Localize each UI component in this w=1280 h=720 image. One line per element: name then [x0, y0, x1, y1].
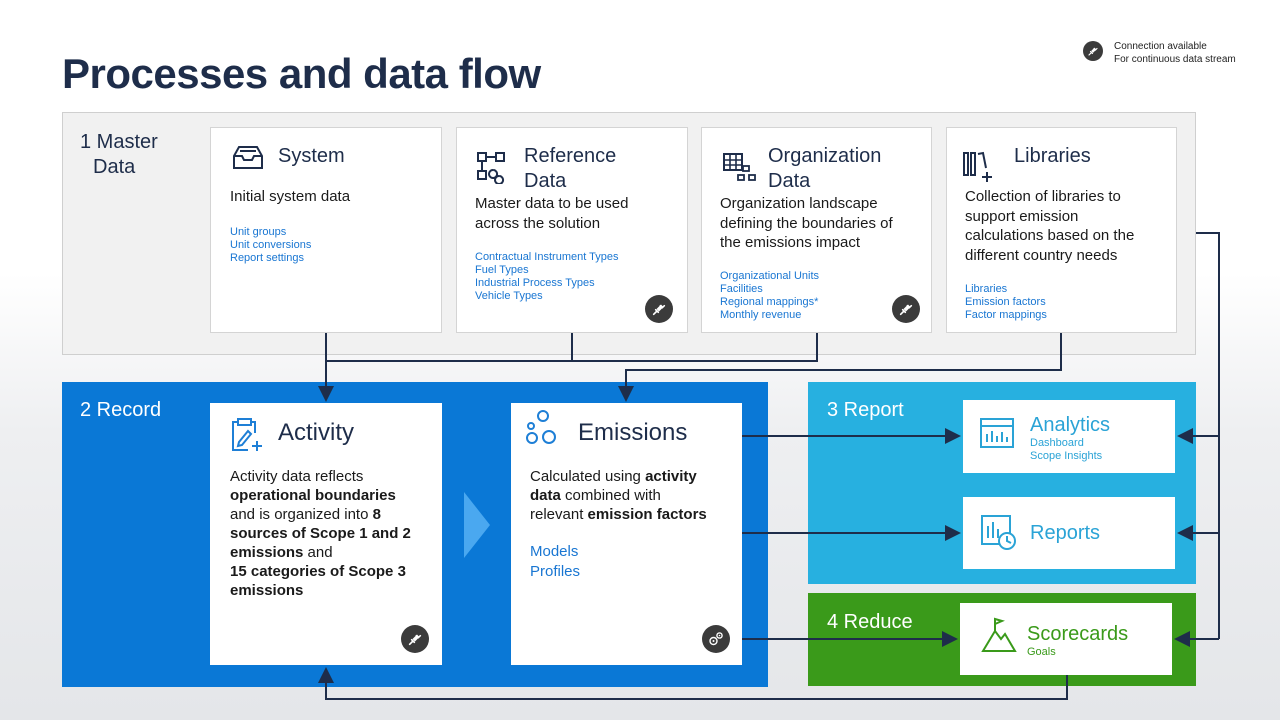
activity-text-bold: 8 [372, 506, 381, 523]
plug-connection-icon[interactable] [401, 625, 429, 653]
activity-title: Activity [278, 419, 355, 446]
connector-libraries-right [1196, 232, 1220, 639]
organization-data-card[interactable]: Organization Data Organization landscape… [701, 127, 932, 333]
organization-desc-line: Organization landscape [720, 195, 878, 212]
activity-text-line: Activity data reflects [230, 468, 364, 485]
profiles-link[interactable]: Profiles [530, 563, 581, 580]
system-title: System [278, 145, 345, 167]
inbox-tray-icon [233, 146, 263, 169]
plug-connection-icon[interactable] [892, 295, 920, 323]
system-link[interactable]: Unit conversions [230, 239, 312, 251]
libraries-desc-line: support emission [965, 207, 1079, 225]
libraries-link[interactable]: Libraries [965, 283, 1008, 295]
analytics-sub[interactable]: Scope Insights [1030, 450, 1103, 462]
activity-text-line: and is organized into [230, 506, 373, 523]
libraries-desc-line: Collection of libraries to [965, 188, 1121, 205]
system-link[interactable]: Unit groups [230, 226, 287, 238]
dashboard-chart-icon [980, 418, 1014, 448]
page-title: Processes and data flow [62, 50, 541, 97]
organization-desc-line: defining the boundaries of [720, 214, 893, 232]
reference-title: Reference Data [524, 144, 616, 194]
activity-card[interactable]: Activity Activity data reflects operatio… [210, 403, 442, 665]
libraries-title: Libraries [1014, 145, 1091, 167]
organization-desc-line: the emissions impact [720, 234, 861, 251]
analytics-card[interactable]: Analytics Dashboard Scope Insights [963, 400, 1175, 473]
reference-title-line-2: Data [524, 170, 567, 192]
hierarchy-icon [477, 152, 505, 184]
system-desc: Initial system data [230, 188, 351, 205]
activity-text-bold: emissions [230, 544, 304, 561]
emissions-text-bold: activity [645, 468, 697, 485]
system-link[interactable]: Report settings [230, 252, 304, 264]
libraries-link[interactable]: Emission factors [965, 296, 1046, 308]
reference-link[interactable]: Industrial Process Types [475, 277, 595, 289]
reference-link[interactable]: Fuel Types [475, 264, 529, 276]
organization-title-line-2: Data [768, 170, 811, 192]
emissions-card[interactable]: Emissions Calculated using activity data… [511, 403, 742, 665]
master-label-line-1: 1 Master [80, 131, 158, 153]
emissions-text-line: relevant [530, 506, 588, 523]
organization-link[interactable]: Regional mappings* [720, 296, 819, 308]
models-link[interactable]: Models [530, 543, 579, 560]
reference-desc-line: Master data to be used [475, 195, 629, 212]
record-label: 2 Record [80, 399, 162, 421]
chevron-right-icon [464, 492, 490, 558]
org-grid-icon [723, 153, 756, 181]
report-label: 3 Report [827, 399, 904, 421]
organization-title-line-1: Organization [768, 145, 882, 167]
activity-text-bold: operational boundaries [230, 487, 396, 504]
activity-text-bold: 15 categories of Scope 3 [230, 563, 406, 580]
reference-link[interactable]: Vehicle Types [475, 290, 543, 302]
organization-link[interactable]: Facilities [720, 283, 763, 295]
activity-text-bold: emissions [230, 582, 304, 599]
connector-scorecards-to-activity [318, 667, 1068, 700]
report-clock-icon [981, 515, 1016, 550]
scorecards-title: Scorecards [1027, 623, 1129, 645]
reference-desc-line: across the solution [475, 214, 601, 232]
connector-organization-to-activity [326, 333, 818, 362]
activity-text-bold: sources of Scope 1 and 2 [230, 525, 411, 542]
connector-reference-to-activity [326, 333, 573, 362]
analytics-title: Analytics [1030, 414, 1111, 436]
legend-line-1: Connection available [1114, 41, 1207, 52]
emissions-text-line: combined with [560, 487, 661, 504]
master-label-line-2: Data [93, 156, 136, 178]
legend: Connection available For continuous data… [1083, 41, 1236, 66]
libraries-card[interactable]: Libraries Collection of libraries to sup… [946, 127, 1177, 333]
reference-link[interactable]: Contractual Instrument Types [475, 251, 619, 263]
scorecards-card[interactable]: Scorecards Goals [960, 603, 1172, 675]
connector-libraries-to-emissions [618, 333, 1062, 402]
clipboard-edit-icon [232, 418, 262, 451]
libraries-desc-line: calculations based on the [965, 227, 1135, 244]
reports-title: Reports [1030, 522, 1101, 544]
emissions-text-bold: emission factors [587, 506, 707, 523]
libraries-desc-line: different country needs [965, 246, 1118, 264]
master-data-label: 1 Master Data [80, 130, 158, 180]
reports-card[interactable]: Reports [963, 497, 1175, 569]
emissions-title: Emissions [578, 419, 688, 446]
emissions-text-line: Calculated using [530, 468, 646, 485]
scorecards-sub[interactable]: Goals [1027, 646, 1056, 658]
bubbles-icon [526, 410, 556, 444]
libraries-link[interactable]: Factor mappings [965, 309, 1047, 321]
activity-text-line: and [303, 544, 333, 561]
organization-link[interactable]: Organizational Units [720, 270, 820, 282]
system-card[interactable]: System Initial system data Unit groups U… [210, 127, 442, 333]
reference-data-card[interactable]: Reference Data Master data to be used ac… [456, 127, 688, 333]
legend-line-2: For continuous data stream [1114, 53, 1236, 65]
plug-connection-icon [1083, 41, 1103, 61]
library-books-icon [963, 151, 992, 182]
gears-icon[interactable] [702, 625, 730, 653]
reference-title-line-1: Reference [524, 145, 617, 167]
plug-connection-icon[interactable] [645, 295, 673, 323]
organization-link[interactable]: Monthly revenue [720, 309, 802, 321]
analytics-sub[interactable]: Dashboard [1030, 437, 1084, 449]
mountain-flag-icon [981, 617, 1017, 652]
reduce-label: 4 Reduce [827, 611, 913, 633]
emissions-text-bold: data [530, 487, 561, 504]
